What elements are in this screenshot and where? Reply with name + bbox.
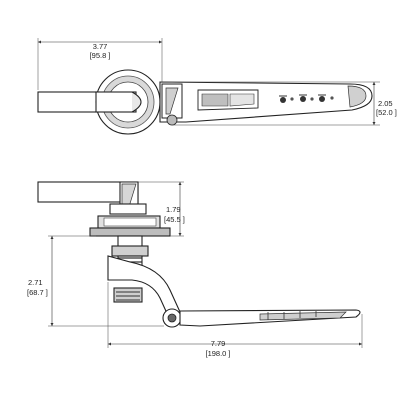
top-height-in: 2.05 [378, 99, 393, 108]
side-collar-in: 1.79 [166, 205, 181, 214]
side-shank [111, 235, 149, 275]
top-width-mm: [95.8 ] [90, 51, 111, 60]
side-drop-in: 2.71 [28, 278, 43, 287]
side-length-mm: [198.0 ] [205, 349, 230, 358]
top-height-mm: [52.0 ] [376, 108, 397, 117]
dim-top-width: 3.77 [95.8 ] [37, 38, 163, 90]
dim-top-height: 2.05 [52.0 ] [160, 81, 397, 126]
side-collar-mm: [45.5 ] [164, 215, 185, 224]
side-pivot [162, 308, 182, 328]
top-view: 3.77 [95.8 ] 2.05 [52.0 ] [37, 38, 397, 135]
dim-side-collar: 1.79 [45.5 ] [138, 181, 185, 237]
dim-side-length: 7.79 [198.0 ] [107, 282, 363, 358]
side-drop-mm: [68.7 ] [27, 288, 48, 297]
top-width-in: 3.77 [93, 42, 108, 51]
side-flange [89, 215, 171, 237]
side-length-in: 7.79 [211, 339, 226, 348]
dim-side-drop: 2.71 [68.7 ] [27, 235, 164, 327]
top-escutcheon [95, 69, 161, 135]
side-handle [37, 181, 147, 215]
side-lever [179, 309, 361, 327]
top-lever-arm [159, 81, 373, 126]
side-view: 1.79 [45.5 ] 2.71 [68.7 ] 7.79 [198.0 ] [27, 181, 363, 358]
